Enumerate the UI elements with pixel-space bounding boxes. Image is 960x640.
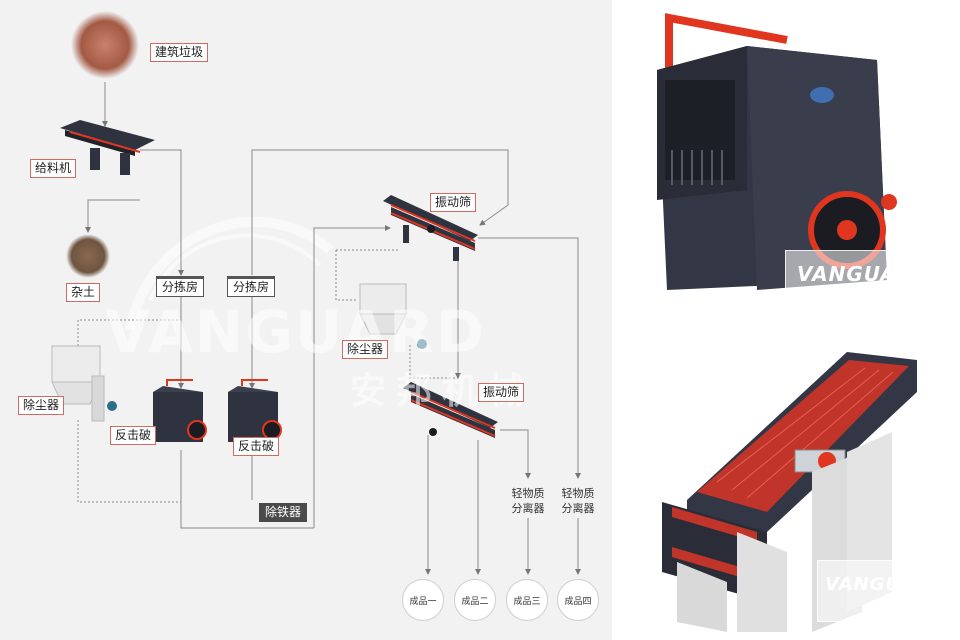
label-soil: 杂土 <box>66 283 101 302</box>
dust2-line-top <box>335 250 358 301</box>
soil-image <box>66 234 110 278</box>
process-flow-diagram: VANGUARD 安邦机械 建筑垃圾 给料机 杂土 分拣房 分拣房 除尘器 除尘… <box>0 0 612 640</box>
vibrating-screen-render <box>662 352 917 632</box>
line-feeder-sorting <box>140 149 184 276</box>
dust-collector-2 <box>359 283 427 349</box>
dust2-line-bottom <box>409 345 458 379</box>
label-iron-remover: 除铁器 <box>259 503 308 522</box>
label-impact-2: 反击破 <box>233 437 280 456</box>
line-impact1-out <box>180 450 314 529</box>
rubble-pile-image <box>71 11 139 79</box>
label-sorting-1: 分拣房 <box>156 276 205 297</box>
line-to-screen1 <box>313 225 391 528</box>
label-light-separator-2: 轻物质 分离器 <box>561 487 595 515</box>
product-1-label: 成品一 <box>409 596 437 607</box>
line-return-loop <box>251 149 509 275</box>
label-light-separator-1: 轻物质 分离器 <box>511 487 545 515</box>
label-sorting-2: 分拣房 <box>227 276 276 297</box>
vibrating-screen-2 <box>403 382 498 438</box>
impact-crusher-render <box>657 13 897 290</box>
logo-cn-bottom: 安邦机械 <box>869 602 925 615</box>
label-dust-1: 除尘器 <box>18 396 65 415</box>
label-dust-2: 除尘器 <box>342 340 389 359</box>
vibrating-screen-1 <box>383 195 478 261</box>
feeder-machine <box>60 120 155 175</box>
logo-brand-bottom: VANGUARD <box>825 574 947 595</box>
impact-crusher-1 <box>153 379 207 442</box>
product-4: 成品四 <box>557 579 599 621</box>
flow-lines <box>51 11 581 575</box>
product-2-label: 成品二 <box>461 596 489 607</box>
vibrating-screen-photo: VANGUARD 安邦机械 <box>617 332 960 640</box>
product-3: 成品三 <box>506 579 548 621</box>
line-feeder-soil <box>85 199 140 233</box>
logo-badge-top <box>785 250 937 310</box>
label-source: 建筑垃圾 <box>150 43 209 62</box>
line-screen1-sep2 <box>478 237 581 479</box>
logo-cn-top: 安邦机械 <box>847 292 903 305</box>
product-4-label: 成品四 <box>564 596 592 607</box>
product-1: 成品一 <box>402 579 444 621</box>
logo-badge-bottom <box>817 560 947 622</box>
label-screen-1: 振动筛 <box>430 193 477 212</box>
dust-line-bottom <box>77 420 181 503</box>
impact-crusher-photo: VANGUARD 安邦机械 <box>617 0 960 327</box>
label-impact-1: 反击破 <box>110 426 157 445</box>
impact-crusher-2 <box>228 379 282 442</box>
line-to-sep1 <box>500 429 531 479</box>
product-3-label: 成品三 <box>513 596 541 607</box>
logo-brand-top: VANGUARD <box>797 262 931 286</box>
dust-collector-1 <box>51 345 117 422</box>
label-screen-2: 振动筛 <box>478 383 525 402</box>
label-feeder: 给料机 <box>30 159 77 178</box>
watermark-brand: VANGUARD <box>105 298 486 366</box>
product-2: 成品二 <box>454 579 496 621</box>
